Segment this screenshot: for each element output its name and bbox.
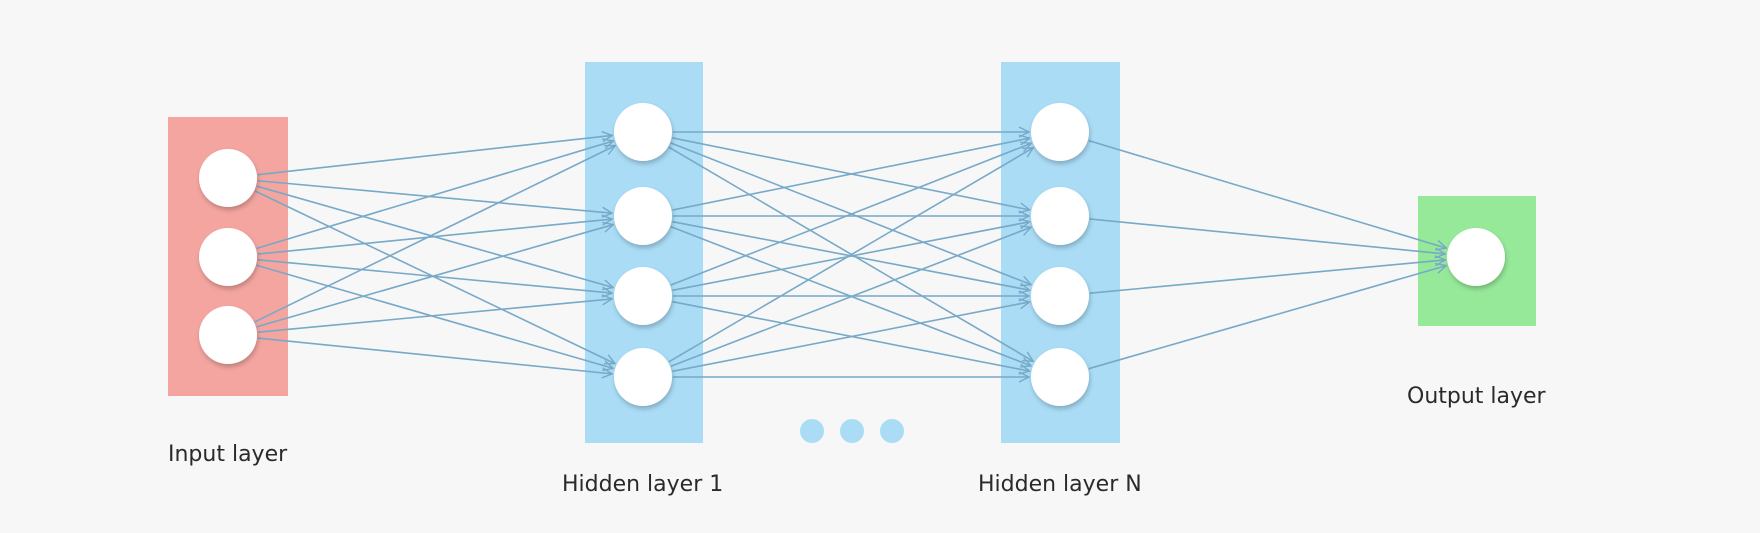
connection-input-0-to-hidden-1-1 bbox=[257, 179, 612, 213]
connection-input-1-to-hidden-1-1 bbox=[257, 219, 612, 255]
connection-hidden-n-3-to-output-0 bbox=[1088, 266, 1446, 370]
input-node-3 bbox=[199, 306, 257, 364]
hidden-1-node-2 bbox=[614, 187, 672, 245]
connection-input-1-to-hidden-1-3 bbox=[256, 264, 613, 368]
hidden-n-node-4 bbox=[1031, 348, 1089, 406]
output-layer-label: Output layer bbox=[1407, 384, 1546, 409]
input-node-1 bbox=[199, 149, 257, 207]
hidden-1-node-3 bbox=[614, 267, 672, 325]
output-node-1 bbox=[1447, 228, 1505, 286]
connection-input-2-to-hidden-1-1 bbox=[256, 225, 613, 328]
connection-input-2-to-hidden-1-0 bbox=[254, 146, 615, 323]
hidden-n-node-2 bbox=[1031, 187, 1089, 245]
connection-input-0-to-hidden-1-0 bbox=[257, 135, 612, 176]
ellipsis-dot-3 bbox=[880, 419, 904, 443]
input-node-2 bbox=[199, 228, 257, 286]
hidden-layer-1-label: Hidden layer 1 bbox=[562, 472, 724, 497]
connection-input-1-to-hidden-1-0 bbox=[256, 141, 614, 250]
hidden-n-node-1 bbox=[1031, 103, 1089, 161]
ellipsis-dot-1 bbox=[800, 419, 824, 443]
hidden-layer-n-label: Hidden layer N bbox=[978, 472, 1142, 497]
connection-hidden-n-1-to-output-0 bbox=[1089, 218, 1445, 254]
connection-input-0-to-hidden-1-3 bbox=[254, 190, 615, 364]
connection-input-2-to-hidden-1-3 bbox=[257, 337, 612, 374]
connection-input-2-to-hidden-1-2 bbox=[257, 299, 612, 333]
connection-hidden-1-2-to-hidden-n-1 bbox=[672, 222, 1029, 292]
hidden-n-node-3 bbox=[1031, 267, 1089, 325]
input-layer-label: Input layer bbox=[168, 442, 288, 467]
hidden-1-node-1 bbox=[614, 103, 672, 161]
connection-hidden-1-3-to-hidden-n-2 bbox=[672, 302, 1029, 373]
connection-hidden-1-3-to-hidden-n-1 bbox=[670, 227, 1031, 367]
connection-hidden-1-3-to-hidden-n-0 bbox=[668, 148, 1033, 363]
hidden-1-node-4 bbox=[614, 348, 672, 406]
connection-hidden-n-2-to-output-0 bbox=[1089, 260, 1445, 294]
connection-hidden-1-2-to-hidden-n-0 bbox=[670, 143, 1031, 286]
connection-hidden-1-1-to-hidden-n-0 bbox=[672, 138, 1029, 211]
ellipsis-dot-2 bbox=[840, 419, 864, 443]
connection-hidden-n-0-to-output-0 bbox=[1088, 139, 1447, 248]
